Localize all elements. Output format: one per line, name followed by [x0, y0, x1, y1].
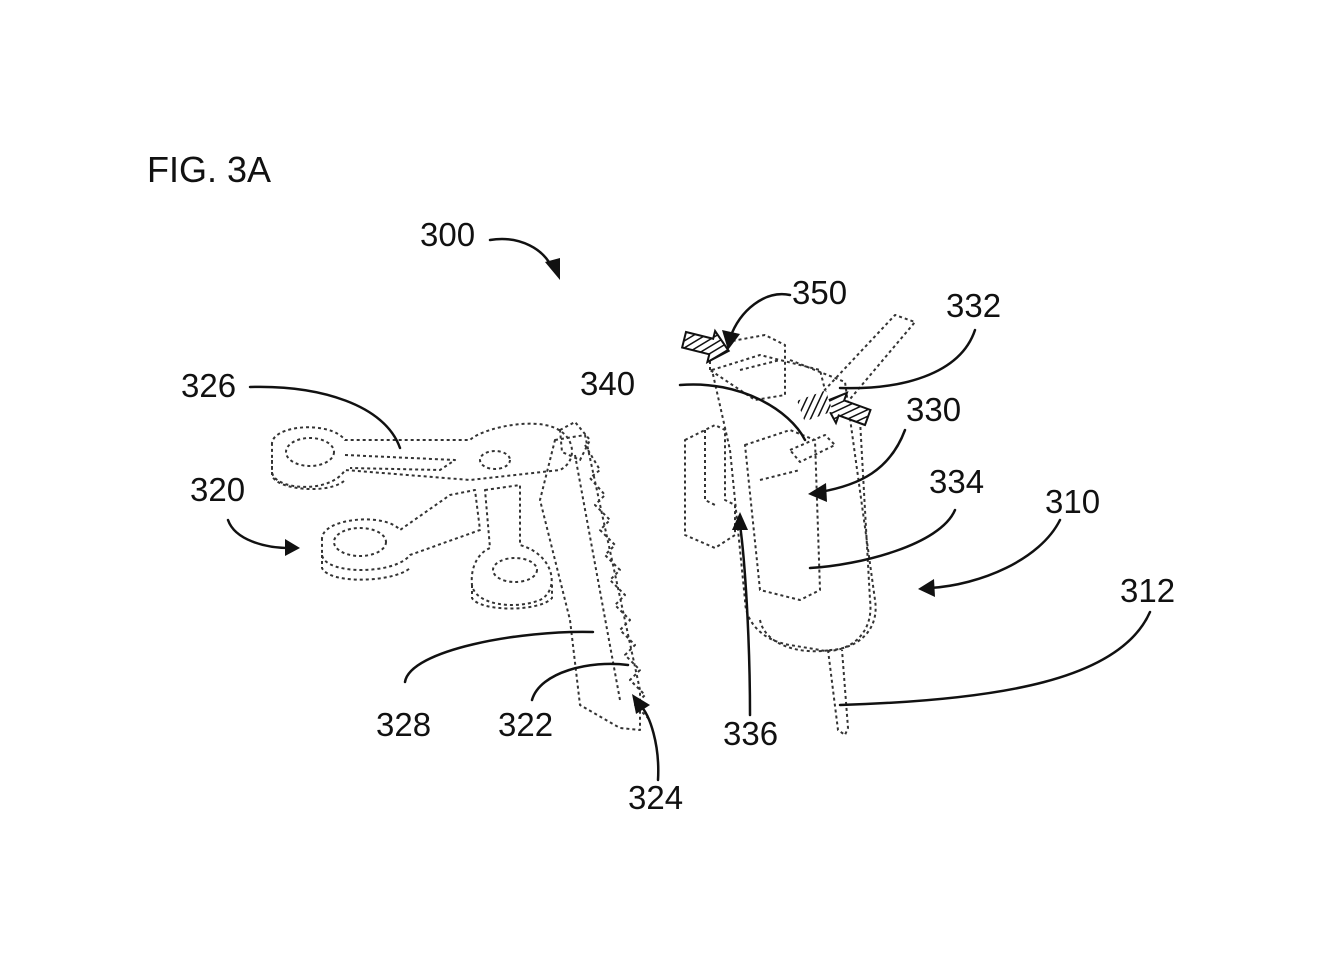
leader-324 [638, 703, 660, 782]
label-332: 332 [946, 287, 1002, 324]
leader-350 [728, 292, 792, 340]
leader-340 [678, 383, 807, 442]
leader-332 [838, 328, 977, 390]
leader-320 [226, 518, 292, 550]
label-336: 336 [723, 715, 779, 752]
arrow-icon [808, 483, 827, 502]
arrow-icon [732, 512, 748, 530]
leader-326 [248, 385, 402, 450]
arrow-icon [918, 579, 935, 597]
leader-310 [928, 518, 1062, 590]
label-326: 326 [181, 367, 237, 404]
figure-title: FIG. 3A [147, 149, 272, 190]
hatched-arrow-icon [680, 328, 731, 364]
label-350: 350 [792, 274, 848, 311]
leader-328 [403, 630, 595, 684]
label-300: 300 [420, 216, 476, 253]
label-322: 322 [498, 706, 554, 743]
leader-312 [838, 610, 1152, 707]
leader-300 [488, 237, 554, 270]
label-320: 320 [190, 471, 246, 508]
motion-arrows [680, 328, 872, 427]
arrow-icon [285, 539, 300, 556]
leader-334 [808, 508, 957, 570]
label-312: 312 [1120, 572, 1176, 609]
label-310: 310 [1045, 483, 1101, 520]
leader-336 [738, 523, 752, 717]
hatched-arrow-icon [823, 391, 872, 427]
label-330: 330 [906, 391, 962, 428]
label-334: 334 [929, 463, 985, 500]
component-320 [270, 421, 651, 731]
leader-lines [226, 237, 1152, 782]
leader-330 [818, 428, 907, 494]
arrow-icon [632, 694, 650, 714]
label-324: 324 [628, 779, 684, 816]
label-340: 340 [580, 365, 636, 402]
component-310 [684, 314, 916, 736]
arrow-icon [545, 258, 560, 280]
label-328: 328 [376, 706, 432, 743]
leader-322 [530, 662, 630, 702]
arrow-icon [722, 330, 740, 350]
